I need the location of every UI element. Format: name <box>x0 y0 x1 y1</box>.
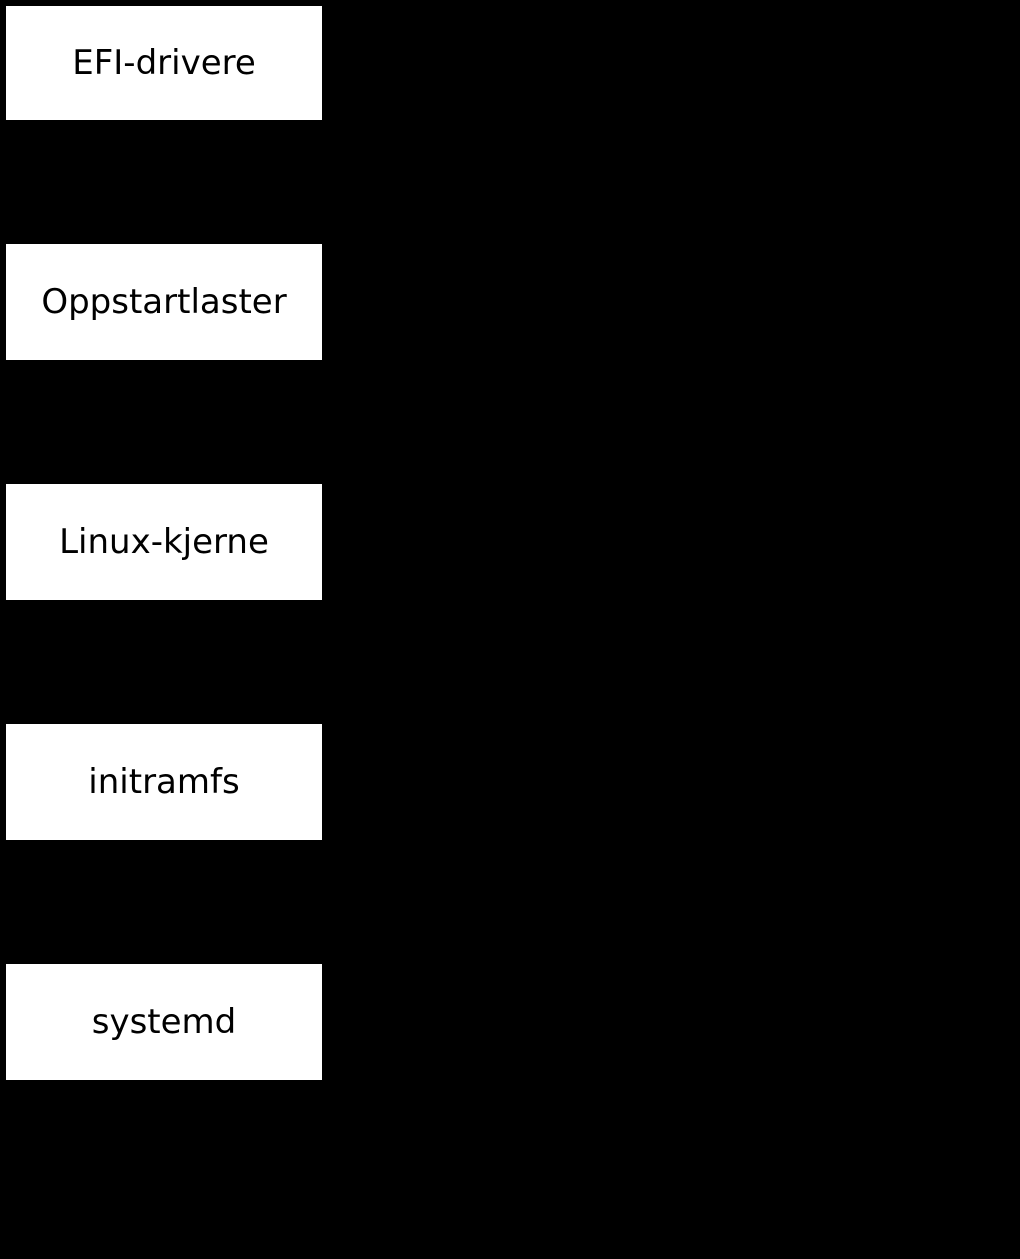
stage-box-initramfs[interactable]: initramfs <box>6 724 322 840</box>
stage-label: initramfs <box>88 762 240 802</box>
stage-label: systemd <box>91 1002 237 1042</box>
stage-label: Oppstartlaster <box>41 282 287 322</box>
stage-label: EFI-drivere <box>72 43 256 83</box>
stage-box-oppstartlaster[interactable]: Oppstartlaster <box>6 244 322 360</box>
stage-label: Linux-kjerne <box>59 522 269 562</box>
stage-box-systemd[interactable]: systemd <box>6 964 322 1080</box>
stage-box-efi-drivere[interactable]: EFI-drivere <box>6 6 322 120</box>
stage-box-linux-kjerne[interactable]: Linux-kjerne <box>6 484 322 600</box>
